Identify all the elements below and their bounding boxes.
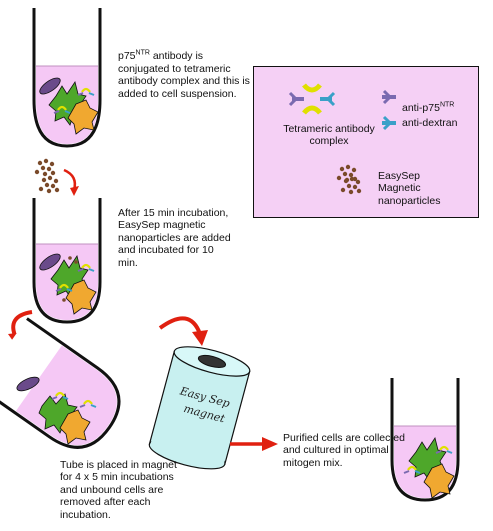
step-2-text: After 15 min incubation, EasySep magneti… xyxy=(118,207,231,269)
anti-dextran-icon xyxy=(382,115,396,131)
anti-dextran-label: anti-dextran xyxy=(402,117,458,129)
curved-arrow-right-icon xyxy=(158,316,202,335)
anti-p75-label: anti-p75NTR xyxy=(402,90,482,115)
cell-purple-icon xyxy=(39,77,61,95)
step-1-body: antibody is conjugated to tetrameric ant… xyxy=(118,50,250,100)
nanoparticles-drop xyxy=(34,158,60,194)
anti-p75-icon xyxy=(382,89,396,105)
step-4-text: Purified cells are collected and culture… xyxy=(283,432,405,469)
tube-3-cells xyxy=(16,376,98,445)
curved-arrow-small-icon xyxy=(63,168,77,191)
tetrameric-complex-icon xyxy=(288,83,336,115)
cell-orange-icon xyxy=(67,99,99,135)
tube-1 xyxy=(32,8,102,148)
step-1-text: p75NTR antibody is conjugated to tetrame… xyxy=(118,38,250,100)
nanoparticles-label: EasySep Magnetic nanoparticles xyxy=(378,170,441,207)
tube-2 xyxy=(32,198,102,324)
step-1-sup: NTR xyxy=(135,49,150,57)
step-3-text: Tube is placed in magnet for 4 x 5 min i… xyxy=(60,459,177,521)
anti-p75-prefix: anti-p75 xyxy=(402,102,440,115)
anti-p75-sup: NTR xyxy=(439,101,455,109)
legend-box: Tetrameric antibody complex anti-p75NTR … xyxy=(253,66,479,218)
step-1-prefix: p75 xyxy=(118,50,136,63)
magnet-icon: Easy Sepmagnet xyxy=(148,346,251,470)
nanoparticles-icon xyxy=(336,164,362,195)
tetrameric-label: Tetrameric antibody complex xyxy=(283,123,375,148)
tube-4 xyxy=(390,378,460,502)
tube-3-tilted xyxy=(0,317,121,449)
legend-graphics xyxy=(288,83,396,195)
